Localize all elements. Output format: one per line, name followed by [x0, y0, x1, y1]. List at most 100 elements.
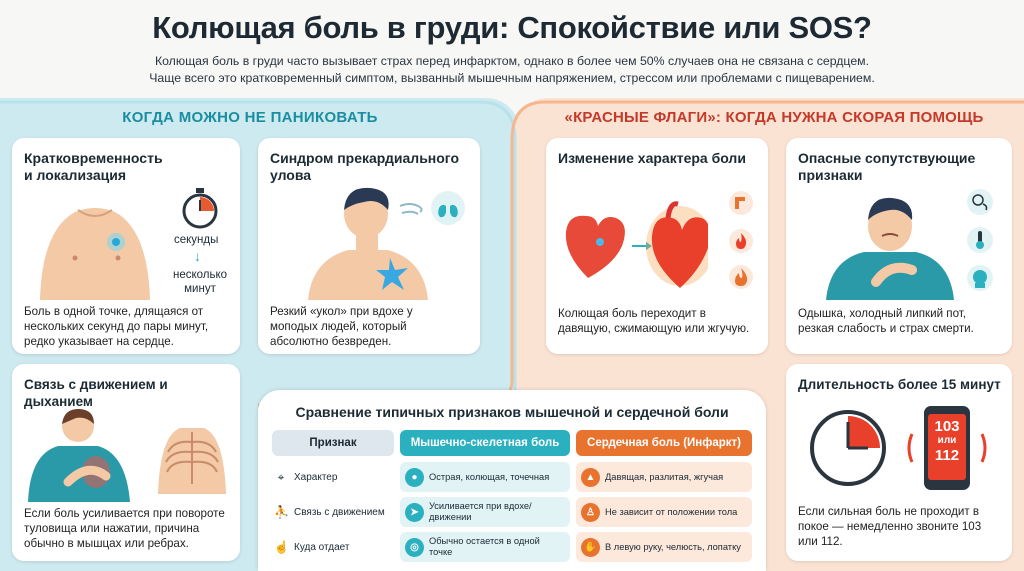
card-text-line: резкая слабость и страх смерти. — [798, 322, 974, 335]
card-text: Если сильная боль не проходит в покое — … — [798, 504, 981, 549]
arrow-down-icon: ↓ — [194, 248, 201, 264]
table-cell: ● Острая, колющая, точечная — [400, 462, 570, 492]
cell-text: Усиливается при вдохе/движении — [429, 501, 532, 522]
phone-icon — [907, 406, 987, 490]
card-text-line: абсолютно безвреден. — [270, 335, 392, 348]
breathless-icon — [967, 189, 993, 215]
card-text-line: Если боль усиливается при повороте — [24, 507, 225, 520]
twisting-person-illustration — [28, 408, 130, 502]
row-label-text: Характер — [294, 471, 338, 483]
card-text: Резкий «укол» при вдохе у моподых людей,… — [270, 304, 413, 349]
running-person-icon: ⛹ — [274, 505, 289, 519]
card-title-line: признаки — [798, 167, 863, 183]
subtitle-line: Колющая боль в груди часто вызывает стра… — [154, 54, 870, 68]
card-text-line: Боль в одной точке, длящаяся от — [24, 305, 204, 318]
cell-text: Острая, колющая, точечная — [429, 471, 550, 482]
heart-transition-illustration — [565, 201, 708, 288]
phone-or: или — [937, 435, 957, 446]
card-text-line: Резкий «укол» при вдохе у — [270, 305, 413, 318]
emergency-numbers: 103 или 112 — [928, 418, 966, 464]
header-muscle: Мышечно-скелетная боль — [400, 430, 570, 456]
card-title: Изменение характера боли — [558, 150, 746, 166]
card-text-line: Если сильная боль не проходит в — [798, 505, 980, 518]
card-movement-breath: Связь с движением и дыханием Если боль у… — [12, 364, 240, 561]
card-title-line: улова — [270, 167, 312, 183]
torso-illustration — [40, 208, 150, 300]
phone-number: 112 — [934, 447, 960, 464]
flame-icon: ▲ — [581, 467, 600, 487]
card-text-line: моподых людей, который — [270, 320, 407, 333]
lungs-icon — [431, 191, 465, 225]
card-title: Кратковременность и локализация — [24, 150, 163, 184]
table-cell: ✋ В левую руку, челюсть, лопатку — [576, 532, 752, 562]
label-minutes-line: минут — [184, 283, 216, 295]
card-title: Связь с движением и дыханием — [24, 377, 168, 409]
cell-text: Давящая, разлитая, жгучая — [605, 471, 724, 482]
card-title-line: и локализация — [24, 167, 126, 183]
row-label: ⌖ Характер — [274, 462, 396, 492]
standing-person-icon: ♙ — [581, 502, 600, 522]
clamp-icon — [729, 191, 753, 215]
card-text-line: туловища или нажатии, причина — [24, 522, 200, 535]
card-text-line: обычно в мышцах или ребрах. — [24, 537, 189, 550]
arm-icon: ✋ — [581, 537, 600, 557]
row-label: ⛹ Связь с движением — [274, 497, 396, 527]
location-pin-icon: ⌖ — [277, 470, 285, 484]
card-pain-change: Изменение характера боли Колющая боль пе… — [546, 138, 768, 354]
cell-text: Обычно остается в одной точке — [429, 536, 540, 557]
table-cell: ♙ Не зависит от положении тола — [576, 497, 752, 527]
page-title: Колющая боль в груди: Спокойствие или SO… — [152, 10, 872, 45]
card-title-line: Опасные сопутствующие — [798, 150, 976, 166]
comparison-table: Сравнение типичных признаков мышечной и … — [258, 390, 766, 571]
card-title: Синдром прекардиального улова — [270, 150, 459, 184]
flame-icon — [729, 229, 753, 253]
header-feature: Признак — [272, 430, 394, 456]
card-title-line: Кратковременность — [24, 150, 163, 166]
young-man-illustration — [308, 187, 428, 300]
label-minutes: несколько минут — [170, 268, 230, 296]
row-label-text: Куда отдает — [294, 541, 350, 553]
thermometer-icon — [967, 227, 993, 253]
target-icon: ◎ — [405, 537, 424, 557]
card-text: Колющая боль переходит в давящую, сжимаю… — [558, 306, 749, 336]
cell-text: Не зависит от положении тола — [605, 506, 738, 517]
card-text-line: нескольких секунд до пары минут, — [24, 320, 209, 333]
card-text-line: давящую, сжимающую или жгучую. — [558, 322, 750, 335]
card-title-line: Синдром прекардиального — [270, 150, 459, 166]
card-short-duration: Кратковременность и локализация секунды … — [12, 138, 240, 354]
subtitle-line: Чаще всего это кратковременный симптом, … — [149, 71, 875, 85]
page-subtitle: Колющая боль в груди часто вызывает стра… — [0, 53, 1024, 87]
table-cell: ➤ Усиливается при вдохе/движении — [400, 497, 570, 527]
card-text: Если боль усиливается при повороте тулов… — [24, 506, 225, 551]
phone-number: 103 — [934, 418, 960, 435]
row-label: ☝ Куда отдает — [274, 532, 396, 562]
pin-icon: ● — [405, 467, 424, 487]
row-label-text: Связь с движением — [294, 506, 385, 518]
card-text-line: редко указывает на сердце. — [24, 335, 174, 348]
card-dangerous-signs: Опасные сопутствующие признаки Одышка, х… — [786, 138, 1012, 354]
safe-heading: КОГДА МОЖНО НЕ ПАНИКОВАТЬ — [122, 109, 378, 126]
card-text-line: или 112. — [798, 535, 843, 548]
pointing-hand-icon: ☝ — [274, 540, 289, 554]
header-heart: Сердечная боль (Инфаркт) — [576, 430, 752, 456]
cell-text: В левую руку, челюсть, лопатку — [605, 541, 741, 552]
danger-heading: «КРАСНЫЕ ФЛАГИ»: КОГДА НУЖНА СКОРАЯ ПОМО… — [564, 109, 984, 126]
ribcage-illustration — [158, 428, 226, 494]
comparison-title: Сравнение типичных признаков мышечной и … — [295, 404, 729, 420]
label-seconds: секунды — [174, 234, 219, 246]
distressed-man-illustration — [826, 197, 954, 300]
card-text-line: Колющая боль переходит в — [558, 307, 706, 320]
fire-icon — [729, 265, 753, 289]
running-icon: ➤ — [405, 502, 424, 522]
card-precordial-syndrome: Синдром прекардиального улова Резкий «ук… — [258, 138, 480, 354]
breath-icon — [399, 203, 423, 215]
card-title: Опасные сопутствующие признаки — [798, 150, 975, 184]
card-text-line: покое — немедленно звоните 103 — [798, 520, 982, 533]
card-text: Одышка, холодный липкий пот, резкая слаб… — [798, 306, 974, 336]
card-text-line: Одышка, холодный липкий пот, — [798, 307, 967, 320]
table-cell: ◎ Обычно остается в одной точке — [400, 532, 570, 562]
table-cell: ▲ Давящая, разлитая, жгучая — [576, 462, 752, 492]
stopwatch-icon — [182, 188, 218, 229]
card-text: Боль в одной точке, длящаяся от нескольк… — [24, 304, 208, 349]
card-title: Длительность более 15 минут — [798, 377, 1001, 392]
